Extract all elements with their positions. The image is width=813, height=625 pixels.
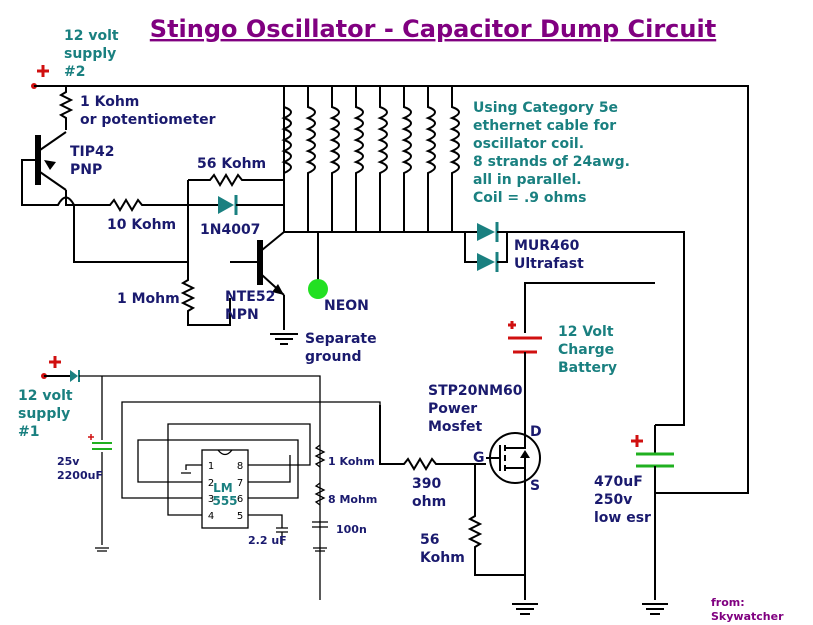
cap-22uf-label: 2.2 uF	[248, 534, 287, 547]
neon-label: NEON	[324, 298, 369, 314]
mosfet-pin-g: G	[473, 450, 485, 466]
page-title: Stingo Oscillator - Capacitor Dump Circu…	[150, 15, 716, 43]
supply1-label: 12 volt supply #1	[18, 388, 77, 440]
r-1k-top-label: 1 Kohm or potentiometer	[80, 94, 216, 128]
credit-label: from: Skywatcher	[711, 596, 784, 623]
r-56k-top-label: 56 Kohm	[197, 156, 266, 172]
cap-100n	[312, 521, 328, 552]
r-8m-label: 8 Mohm	[328, 493, 377, 506]
lm555-chip	[121, 401, 381, 545]
r-56k-gate-label: 56 Kohm	[420, 532, 465, 566]
resistor-390	[379, 405, 486, 471]
resistor-1k-top	[58, 86, 74, 130]
tip42-label: TIP42 PNP	[70, 144, 119, 178]
supply1-terminal	[41, 356, 321, 600]
oscillator-coil	[281, 86, 465, 233]
diode-1n4007	[188, 195, 284, 215]
mosfet-pin-d: D	[530, 424, 542, 440]
battery-label: 12 Volt Charge Battery	[558, 324, 619, 376]
separate-ground-label: Separate ground	[305, 331, 381, 365]
lm555-pin7: 7	[237, 478, 243, 489]
coil-note: Using Category 5e ethernet cable for osc…	[473, 100, 635, 206]
diode-mur460	[464, 222, 685, 426]
lm555-pin3: 3	[208, 494, 214, 505]
supply2-label: 12 volt supply #2	[64, 28, 123, 80]
mur460-label: MUR460 Ultrafast	[514, 238, 584, 272]
r-1mohm-label: 1 Mohm	[117, 291, 180, 307]
charge-battery	[508, 282, 655, 435]
lm555-pin1: 1	[208, 461, 214, 472]
lm555-pin6: 6	[237, 494, 243, 505]
resistor-56k-top	[188, 173, 284, 187]
power-mosfet	[486, 432, 541, 600]
neon-lamp	[308, 279, 328, 299]
lm555-pin4: 4	[208, 511, 214, 522]
diode-1n4007-label: 1N4007	[200, 222, 260, 238]
cap-470-label: 470uF 250v low esr	[594, 474, 651, 526]
lm555-label: LM 555	[212, 481, 237, 508]
lm555-pin2: 2	[208, 478, 214, 489]
nte52-label: NTE52 NPN	[225, 289, 280, 323]
mosfet-label: STP20NM60 Power Mosfet	[428, 383, 527, 435]
r-390-label: 390 ohm	[412, 476, 446, 510]
resistor-8m	[314, 482, 326, 506]
lm555-pin8: 8	[237, 461, 243, 472]
nte52-transistor	[230, 231, 298, 345]
lm555-pin5: 5	[237, 511, 243, 522]
cap-2200uf	[88, 376, 112, 552]
resistor-56k-gate	[467, 464, 525, 576]
cap-2200-label: 25v 2200uF	[57, 455, 103, 482]
resistor-1mohm	[180, 205, 231, 326]
r-1k-555-label: 1 Kohm	[328, 455, 375, 468]
mosfet-pin-s: S	[530, 478, 540, 494]
cap-470uf	[631, 425, 674, 615]
cap-100n-label: 100n	[336, 523, 367, 536]
r-10k-label: 10 Kohm	[107, 217, 176, 233]
mosfet-ground	[512, 603, 538, 615]
resistor-1k-555	[314, 444, 326, 468]
